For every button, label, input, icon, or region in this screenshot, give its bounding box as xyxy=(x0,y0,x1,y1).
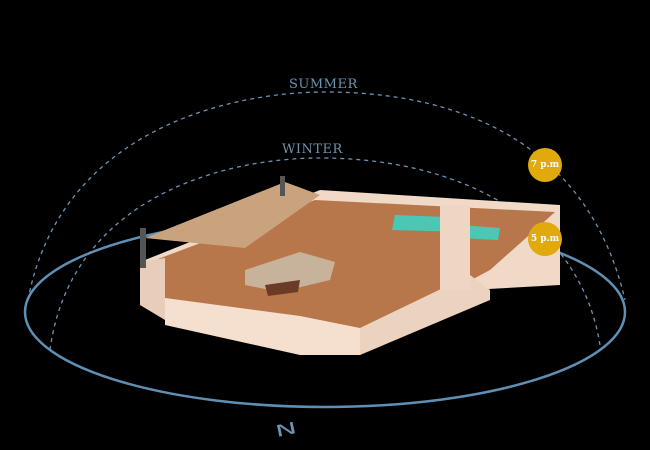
terrace-model xyxy=(140,176,560,355)
summer-sun-path xyxy=(27,91,626,301)
time-badge-7pm[interactable]: 7 p.m xyxy=(528,148,562,182)
summer-label: SUMMER xyxy=(289,77,358,92)
time-badge-5pm[interactable]: 5 p.m xyxy=(528,222,562,256)
winter-label: WINTER xyxy=(282,142,343,157)
